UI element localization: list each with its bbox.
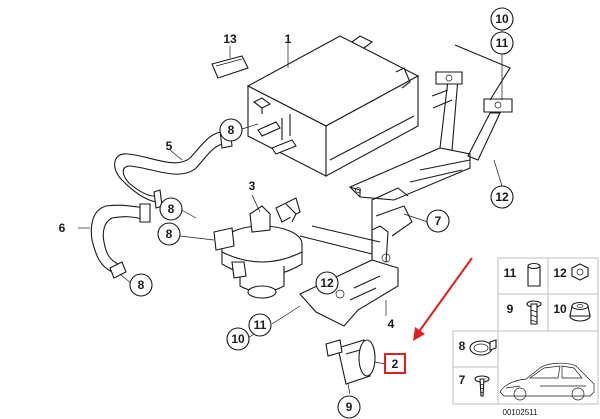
- callout-9-circle: [337, 395, 361, 419]
- callout-2-highlight: [384, 353, 406, 374]
- callout-11-circle: [490, 31, 514, 55]
- filter-part-2: [325, 339, 386, 385]
- upper-bracket: [349, 44, 513, 201]
- callout-12: 12: [495, 190, 509, 204]
- inset-label-8: 8: [459, 339, 466, 353]
- bolt-icon: [526, 300, 542, 325]
- car-silhouette-icon: [499, 362, 595, 401]
- bracket-4: [299, 187, 429, 327]
- diagram-id: 00102511: [503, 408, 539, 417]
- callout-11: 11: [496, 36, 509, 50]
- screw-icon: [474, 375, 490, 397]
- parts-inset: 11 12 9 10 8 7: [452, 257, 599, 417]
- inset-label-9: 9: [507, 302, 514, 316]
- valve-3: [213, 194, 303, 299]
- callout-4: 4: [388, 317, 395, 331]
- callout-8-circle: [219, 118, 243, 142]
- callout-8: 8: [168, 202, 175, 216]
- callout-8: 8: [166, 227, 173, 241]
- callout-10-circle: [490, 7, 514, 31]
- callout-3: 3: [249, 179, 256, 193]
- callout-12-circle: [315, 271, 339, 295]
- callout-9: 9: [346, 400, 353, 414]
- callout-12-circle: [490, 185, 514, 209]
- charcoal-canister: [246, 35, 420, 177]
- callout-11: 11: [254, 318, 267, 332]
- callout-12: 12: [320, 276, 334, 290]
- callout-10: 10: [495, 12, 509, 26]
- callout-6: 6: [59, 221, 66, 235]
- inset-label-7: 7: [459, 373, 466, 387]
- pad-part-13: [211, 46, 249, 79]
- callout-7-circle: [426, 209, 450, 233]
- red-arrow-icon: [413, 257, 473, 341]
- callout-13: 13: [223, 32, 237, 46]
- callout-7: 7: [435, 214, 442, 228]
- callout-11-circle: [248, 313, 272, 337]
- hose-clamp-icon: [469, 339, 497, 356]
- hose-6: [78, 203, 151, 279]
- nut-icon: [571, 263, 589, 281]
- inset-label-12: 12: [553, 266, 567, 280]
- sleeve-icon: [527, 262, 541, 287]
- grommet-icon: [569, 301, 591, 322]
- callout-10: 10: [231, 332, 245, 346]
- hose-5: [114, 127, 233, 209]
- callout-2: 2: [392, 357, 399, 371]
- callout-1: 1: [285, 32, 292, 46]
- callout-8-circle: [129, 273, 153, 297]
- callout-8-circle: [159, 197, 183, 221]
- callout-8: 8: [138, 278, 145, 292]
- inset-label-11: 11: [504, 266, 517, 280]
- callout-5: 5: [166, 139, 173, 153]
- callout-8: 8: [228, 123, 235, 137]
- callout-8-circle: [157, 222, 181, 246]
- inset-label-10: 10: [553, 302, 567, 316]
- callout-10-circle: [226, 327, 250, 351]
